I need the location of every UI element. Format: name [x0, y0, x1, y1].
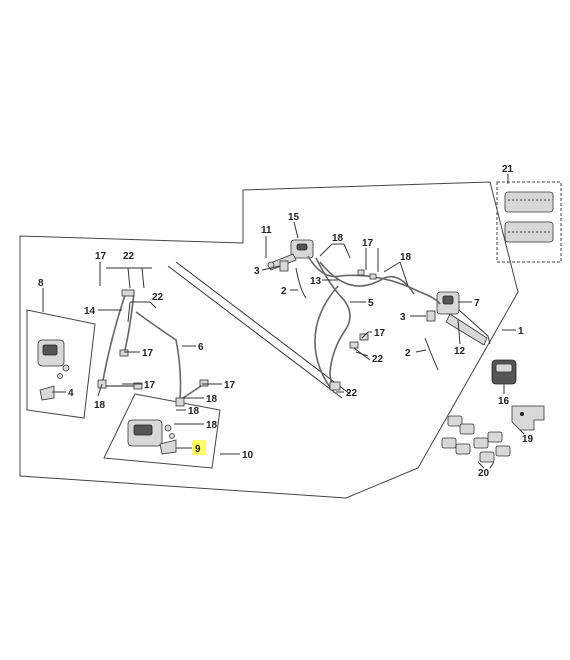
callout-17-top: 17	[362, 238, 374, 249]
part-16-component	[491, 359, 517, 385]
callout-3-right: 3	[400, 312, 406, 323]
part-3-right-switch	[426, 310, 436, 322]
callout-2-left: 2	[281, 286, 287, 297]
callout-15: 15	[288, 212, 300, 223]
part-13-5-handlebar-brake-pipes	[307, 255, 441, 393]
part-7-right-master-cylinder	[436, 291, 491, 346]
part-9-rear-brake-pad	[159, 439, 177, 455]
callout-18-right-pipe: 18	[206, 394, 218, 405]
part-20-clip-set	[441, 415, 511, 463]
part-14-6-brake-hoses	[101, 291, 205, 401]
callout-21: 21	[502, 164, 514, 175]
callout-22-top-left: 22	[123, 251, 135, 262]
divider-bar	[167, 261, 351, 399]
part-8-front-caliper	[37, 339, 70, 379]
callout-11: 11	[261, 225, 272, 236]
part-21-clamp-set	[496, 181, 562, 263]
part-10-rear-caliper	[127, 419, 175, 447]
callout-22-right-center: 22	[372, 354, 384, 365]
callout-18-lower: 18	[188, 406, 200, 417]
center-pipe-clips	[329, 269, 377, 391]
callout-13: 13	[310, 276, 322, 287]
callout-16: 16	[498, 396, 510, 407]
callout-8: 8	[38, 278, 44, 289]
callout-1: 1	[518, 326, 524, 337]
callout-6: 6	[198, 342, 204, 353]
callout-14: 14	[84, 306, 96, 317]
callout-17-mid-left: 17	[142, 348, 154, 359]
callout-17-lower-left: 17	[144, 380, 156, 391]
callout-18-near-caliper: 18	[206, 420, 218, 431]
part-3-left-switch	[279, 260, 289, 272]
callout-22-lower: 22	[346, 388, 358, 399]
part-4-brake-pad	[39, 385, 55, 401]
front-caliper-group-outline	[26, 309, 96, 419]
callout-5: 5	[368, 298, 374, 309]
callout-18-left: 18	[94, 400, 106, 411]
part-9-highlight	[192, 440, 206, 455]
callout-22-mid-left: 22	[152, 292, 164, 303]
callout-20: 20	[478, 468, 490, 479]
part-19-bracket	[511, 405, 545, 431]
callout-18-top-right: 18	[400, 252, 412, 263]
callout-labels: 1 2 2 3 3 4 5 6 7 8 9 10 11 12 13 14 15 …	[38, 164, 534, 479]
callout-4: 4	[68, 388, 74, 399]
part-15-left-master-cylinder	[267, 239, 314, 271]
callout-17-top-left: 17	[95, 251, 107, 262]
leader-lines	[42, 174, 525, 469]
callout-17-right-center: 17	[374, 328, 386, 339]
frame-outline	[19, 181, 519, 499]
rear-caliper-group-outline	[103, 393, 221, 469]
callout-17-right-pipe: 17	[224, 380, 236, 391]
callout-9: 9	[195, 444, 201, 455]
part-2-right-wire	[424, 337, 439, 371]
callout-7: 7	[474, 298, 480, 309]
callout-2-right: 2	[405, 348, 411, 359]
callout-10: 10	[242, 450, 254, 461]
callout-19: 19	[522, 434, 534, 445]
callout-12: 12	[454, 346, 466, 357]
callout-3-left: 3	[254, 266, 260, 277]
callout-18-top: 18	[332, 233, 344, 244]
part-2-left-wire	[295, 267, 307, 299]
